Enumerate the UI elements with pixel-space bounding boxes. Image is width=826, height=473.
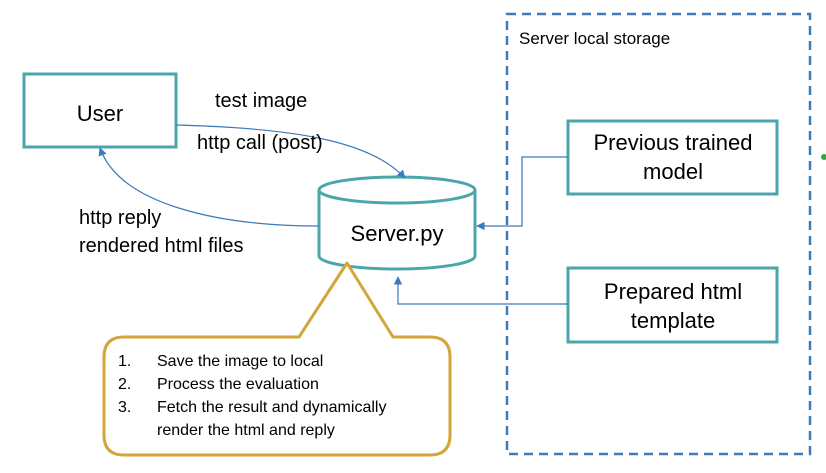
callout-item-1-number: 1. <box>118 353 131 370</box>
template-box <box>566 266 779 344</box>
template-to-server-arrow <box>393 276 568 305</box>
storage-label: Server local storage <box>519 29 670 48</box>
callout-item-3-text-cont: render the html and reply <box>157 422 335 439</box>
template-label-line2: template <box>631 308 715 333</box>
request-label-line2: http call (post) <box>197 132 323 154</box>
model-label-line1: Previous trained <box>594 130 753 155</box>
model-label-line2: model <box>643 159 703 184</box>
server-label: Server.py <box>351 221 444 246</box>
request-label-line1: test image <box>215 90 307 112</box>
marker-dot <box>821 154 826 160</box>
storage-container <box>505 12 812 456</box>
reply-arrow <box>98 147 320 227</box>
callout-item-1-text: Save the image to local <box>157 353 323 370</box>
callout-item-3-number: 3. <box>118 399 131 416</box>
model-to-server-arrow <box>476 156 568 231</box>
callout-item-2-text: Process the evaluation <box>157 376 319 393</box>
user-label: User <box>77 101 123 126</box>
callout-bubble <box>102 261 452 457</box>
callout-item-3-text: Fetch the result and dynamically <box>157 399 386 416</box>
reply-label-line1: http reply <box>79 207 161 229</box>
user-box <box>22 72 178 149</box>
callout-item-2-number: 2. <box>118 376 131 393</box>
request-arrow <box>175 124 406 179</box>
reply-label-line2: rendered html files <box>79 235 244 257</box>
model-box <box>566 119 779 196</box>
template-label-line1: Prepared html <box>604 279 742 304</box>
